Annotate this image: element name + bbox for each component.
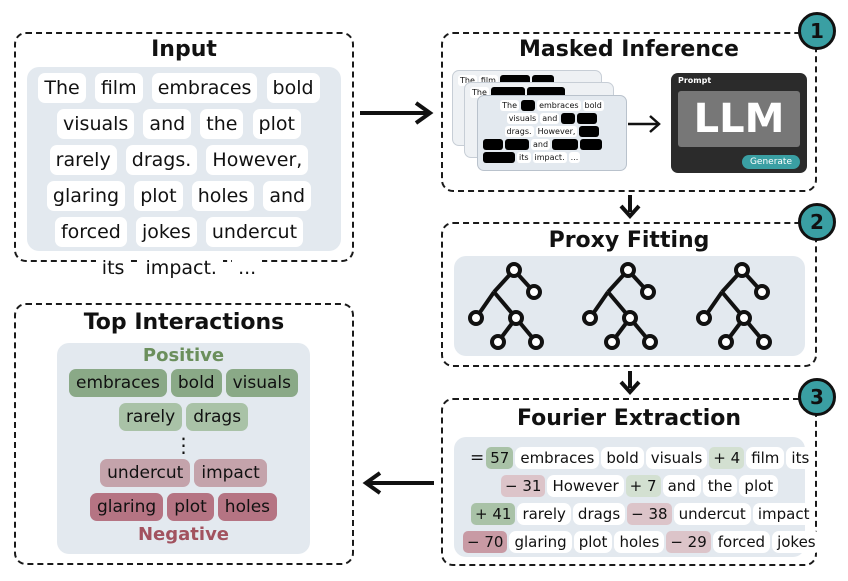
input-token: forced — [54, 217, 127, 247]
fourier-token: its — [786, 447, 815, 469]
arrow-left-icon — [362, 471, 434, 495]
fourier-token: impact — [752, 503, 815, 525]
arrow-down-icon — [619, 371, 641, 395]
llm-label: LLM — [678, 91, 800, 147]
input-tokens: The film embraces bold visuals and the p… — [34, 70, 324, 286]
fourier-token: rarely — [517, 503, 571, 525]
interaction-token: impact — [194, 459, 267, 487]
prompt-label: Prompt — [678, 76, 712, 85]
arrow-to-llm-icon — [628, 115, 661, 133]
input-token: ... — [232, 253, 263, 283]
fourier-extraction-title: Fourier Extraction — [516, 406, 742, 431]
fourier-coefficient: 57 — [486, 447, 514, 469]
input-token: glaring — [46, 181, 126, 211]
input-token: its — [95, 253, 131, 283]
fourier-token: plot — [573, 531, 613, 553]
fourier-coefficient: + 4 — [709, 447, 745, 469]
equals-sign: = — [470, 448, 485, 468]
fourier-token: embraces — [515, 447, 600, 469]
fourier-token: forced — [712, 531, 771, 553]
input-token: and — [263, 181, 312, 211]
fourier-token: and — [662, 475, 701, 497]
input-token: The — [38, 73, 86, 103]
generate-button[interactable]: Generate — [741, 155, 800, 169]
interaction-token: bold — [170, 369, 222, 397]
input-token: drags. — [125, 145, 198, 175]
interaction-token: visuals — [225, 369, 299, 397]
fourier-token: holes — [614, 531, 665, 553]
fourier-coefficient: − 29 — [666, 531, 711, 553]
fourier-token: jokes — [772, 531, 821, 553]
arrow-right-icon — [360, 101, 434, 125]
input-token: impact. — [139, 253, 223, 283]
fourier-token: the — [702, 475, 738, 497]
interaction-token: undercut — [100, 459, 191, 487]
input-token: holes — [191, 181, 255, 211]
ellipsis-dots: ⋮ — [173, 433, 194, 457]
interaction-token: holes — [217, 493, 278, 521]
input-token: and — [143, 109, 192, 139]
fourier-token: plot — [739, 475, 779, 497]
negative-label: Negative — [137, 524, 230, 545]
fourier-coefficient: + 41 — [471, 503, 516, 525]
input-token: visuals — [57, 109, 135, 139]
fourier-token: drags — [572, 503, 626, 525]
step-badge-1: 1 — [798, 12, 836, 50]
fourier-coefficient: − 31 — [501, 475, 546, 497]
input-token: bold — [266, 73, 320, 103]
interaction-token: embraces — [68, 369, 167, 397]
fourier-coefficient: + 7 — [625, 475, 661, 497]
fourier-token: visuals — [645, 447, 708, 469]
input-token: rarely — [49, 145, 117, 175]
tree-icon — [696, 262, 772, 350]
interaction-token: drags — [186, 403, 249, 431]
interaction-token: plot — [167, 493, 214, 521]
proxy-fitting-title: Proxy Fitting — [548, 228, 710, 253]
input-token: undercut — [205, 217, 304, 247]
input-token: plot — [252, 109, 301, 139]
fourier-coefficient: − 38 — [627, 503, 672, 525]
masked-inference-title: Masked Inference — [519, 37, 739, 62]
input-token: film — [94, 73, 143, 103]
fourier-token: glaring — [509, 531, 572, 553]
input-token: jokes — [135, 217, 197, 247]
positive-label: Positive — [142, 345, 225, 366]
step-badge-3: 3 — [798, 378, 836, 416]
input-token: plot — [134, 181, 183, 211]
arrow-down-icon — [619, 195, 641, 219]
tree-icon — [582, 262, 658, 350]
decision-trees-icon — [468, 262, 772, 350]
interaction-token: glaring — [89, 493, 164, 521]
input-token: embraces — [151, 73, 258, 103]
fourier-coefficient: − 70 — [463, 531, 508, 553]
top-interactions-title: Top Interactions — [83, 310, 285, 335]
tree-icon — [468, 262, 544, 350]
input-title: Input — [151, 37, 217, 62]
fourier-token: bold — [601, 447, 644, 469]
fourier-token: undercut — [673, 503, 751, 525]
step-badge-2: 2 — [798, 203, 836, 241]
fourier-token: However — [547, 475, 624, 497]
llm-window: Prompt LLM Generate — [671, 73, 807, 173]
fourier-token: film — [746, 447, 785, 469]
interaction-token: rarely — [118, 403, 183, 431]
input-token: the — [200, 109, 244, 139]
input-token: However, — [206, 145, 309, 175]
